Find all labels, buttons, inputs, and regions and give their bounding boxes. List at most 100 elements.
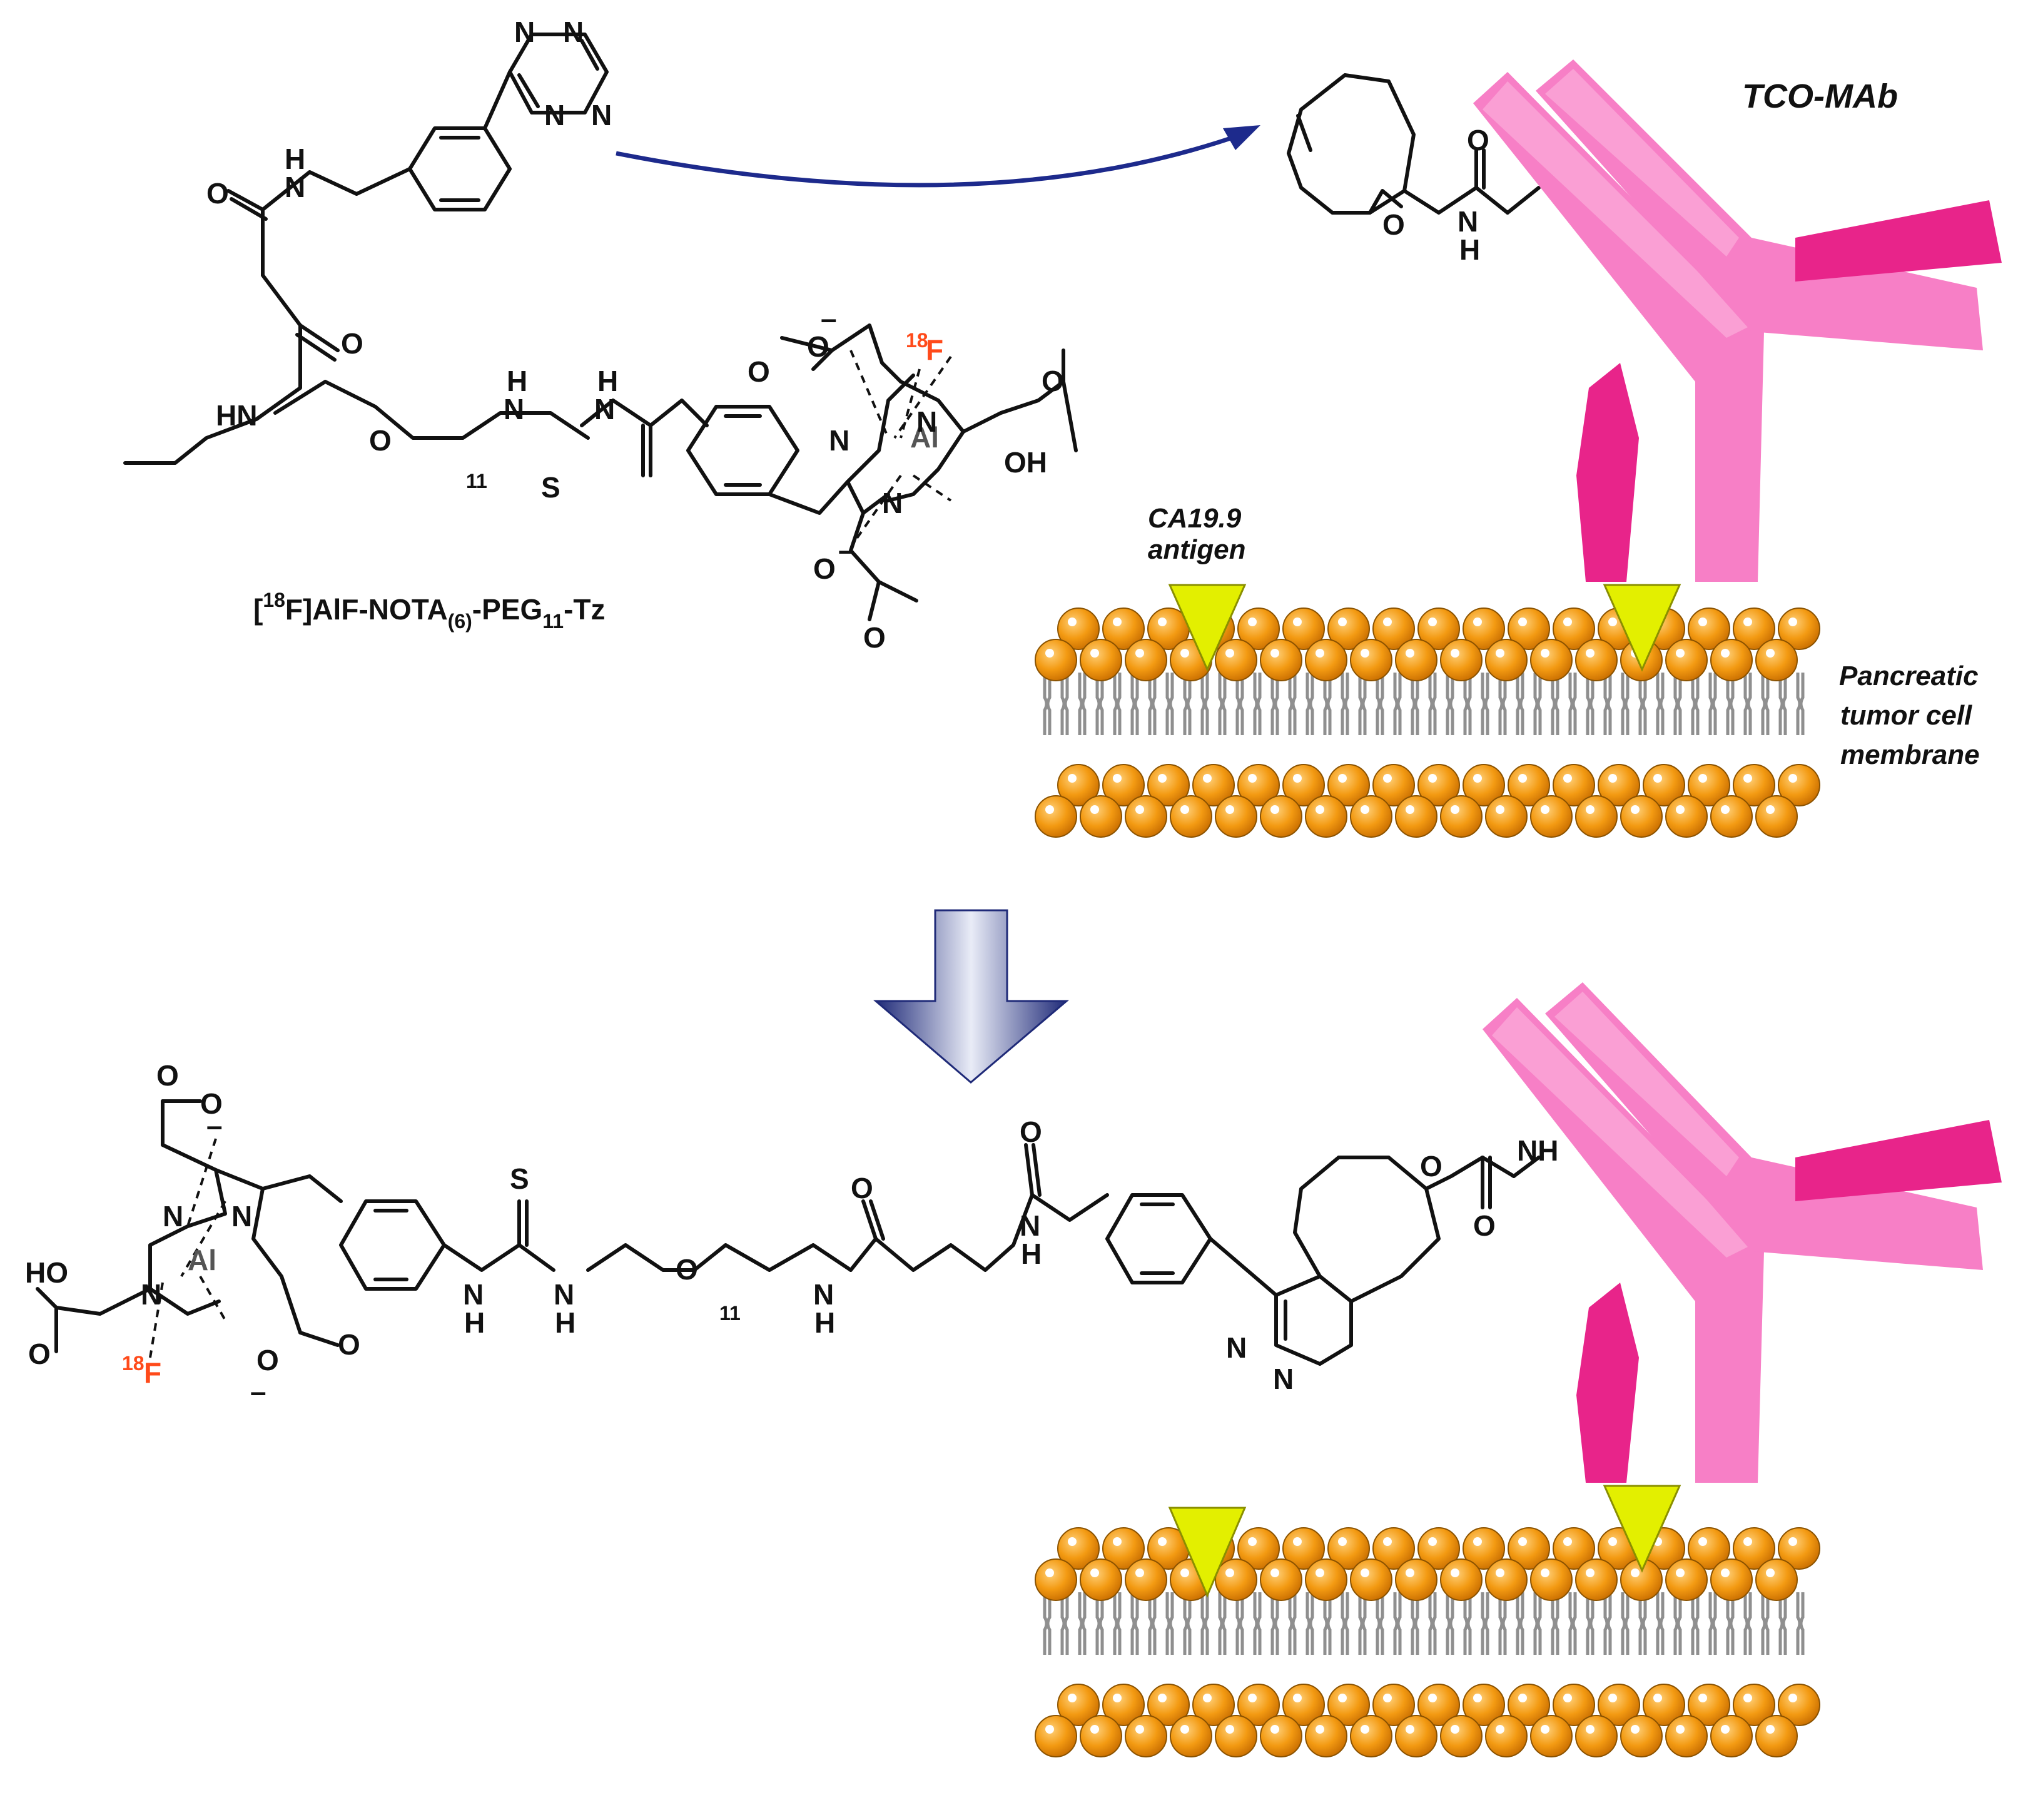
lipid-head <box>1102 764 1145 806</box>
lipid-head <box>1688 764 1730 806</box>
lipid-highlight <box>1270 1725 1279 1734</box>
lipid-tail <box>1708 1592 1717 1655</box>
lipid-tail <box>1568 673 1577 735</box>
lipid-highlight <box>1068 774 1077 783</box>
lipid-tail <box>1463 1592 1472 1655</box>
conjugate-molecule <box>36 1099 1541 1366</box>
lipid-highlight <box>1270 649 1279 658</box>
atom-o: O <box>206 177 229 210</box>
atom-n: N <box>163 1200 183 1233</box>
lipid-tail <box>1358 1592 1367 1655</box>
lipid-head <box>1508 1527 1550 1570</box>
lipid-head <box>1350 795 1392 838</box>
atom-o: O <box>1382 208 1405 241</box>
lipid-head <box>1710 639 1753 681</box>
lipid-tail <box>1323 673 1332 735</box>
lipid-head <box>1327 764 1370 806</box>
lipid-tail <box>1533 673 1542 735</box>
atom-nh: NH <box>1517 1134 1558 1167</box>
lipid-head <box>1643 1684 1685 1726</box>
lipid-highlight <box>1676 1568 1685 1577</box>
lipid-highlight <box>1158 1694 1167 1702</box>
lipid-tail <box>1235 1592 1244 1655</box>
lipid-head <box>1417 608 1460 650</box>
lipid-highlight <box>1541 805 1549 814</box>
lipid-tail <box>1516 1592 1524 1655</box>
benzene-ring-bottom-2 <box>1105 1193 1212 1284</box>
lipid-head <box>1463 1684 1505 1726</box>
lipid-tail <box>1778 1592 1787 1655</box>
lipid-tail <box>1235 673 1244 735</box>
lipid-tail <box>1638 1592 1647 1655</box>
lipid-tail <box>1376 1592 1384 1655</box>
atom-h: H <box>555 1306 575 1339</box>
lipid-head <box>1755 1715 1798 1757</box>
lipid-highlight <box>1428 618 1437 626</box>
lipid-tail <box>1323 1592 1332 1655</box>
lipid-head <box>1485 1558 1528 1601</box>
atom-n: N <box>141 1278 161 1311</box>
lipid-head <box>1553 1527 1595 1570</box>
atom-f-18: F <box>144 1356 161 1389</box>
lipid-highlight <box>1586 649 1594 658</box>
lipid-head <box>1282 1684 1325 1726</box>
lipid-highlight <box>1698 618 1707 626</box>
atom-n: N <box>829 424 849 457</box>
lipid-head <box>1125 639 1167 681</box>
benzene-ring-top <box>408 126 512 211</box>
membrane-label: Pancreatic <box>1839 661 1979 691</box>
lipid-highlight <box>1766 805 1775 814</box>
lipid-tail <box>1305 1592 1314 1655</box>
atom-n: N <box>285 171 305 203</box>
lipid-highlight <box>1788 774 1797 783</box>
atom-h: H <box>1021 1238 1042 1270</box>
atom-o: O <box>851 1172 873 1204</box>
lipid-highlight <box>1473 618 1482 626</box>
cell-membrane-top <box>1035 608 1820 838</box>
lipid-tail <box>1743 1592 1752 1655</box>
lipid-tail <box>1726 673 1735 735</box>
atom-charge: – <box>250 1375 266 1408</box>
lipid-tail <box>1200 1592 1209 1655</box>
atom-o: O <box>863 621 886 654</box>
lipid-highlight <box>1225 1725 1234 1734</box>
lipid-tail <box>1130 1592 1139 1655</box>
antigen-label: CA19.9 <box>1148 503 1242 534</box>
lipid-head <box>1553 608 1595 650</box>
lipid-highlight <box>1113 1694 1122 1702</box>
peg-repeat-count: 11 <box>466 470 487 492</box>
lipid-highlight <box>1428 774 1437 783</box>
atom-o: O <box>200 1087 223 1120</box>
lipid-head <box>1778 1527 1820 1570</box>
lipid-head <box>1463 608 1505 650</box>
lipid-head <box>1395 1715 1437 1757</box>
lipid-highlight <box>1563 1537 1572 1546</box>
lipid-highlight <box>1135 1725 1144 1734</box>
lipid-tail <box>1218 673 1227 735</box>
lipid-head <box>1733 764 1775 806</box>
lipid-tail <box>1341 673 1349 735</box>
lipid-head <box>1417 1527 1460 1570</box>
lipid-highlight <box>1248 618 1257 626</box>
lipid-tail <box>1411 1592 1419 1655</box>
lipid-highlight <box>1338 774 1347 783</box>
lipid-highlight <box>1316 1725 1324 1734</box>
lipid-highlight <box>1383 618 1392 626</box>
lipid-highlight <box>1473 1694 1482 1702</box>
atom-n: N <box>1226 1331 1247 1364</box>
lipid-highlight <box>1721 649 1730 658</box>
atom-n: N <box>563 16 584 48</box>
lipid-highlight <box>1090 1725 1099 1734</box>
lipid-head <box>1485 795 1528 838</box>
lipid-head <box>1755 1558 1798 1601</box>
atom-n: N <box>463 1278 484 1311</box>
lipid-head <box>1733 1527 1775 1570</box>
tetrazine-nota-peg-molecule <box>123 33 1078 621</box>
lipid-tail <box>1516 673 1524 735</box>
lipid-highlight <box>1518 1694 1527 1702</box>
down-block-arrow <box>873 909 1070 1084</box>
lipid-head <box>1305 1558 1347 1601</box>
atom-n: N <box>514 16 535 48</box>
lipid-head <box>1395 795 1437 838</box>
lipid-highlight <box>1135 649 1144 658</box>
